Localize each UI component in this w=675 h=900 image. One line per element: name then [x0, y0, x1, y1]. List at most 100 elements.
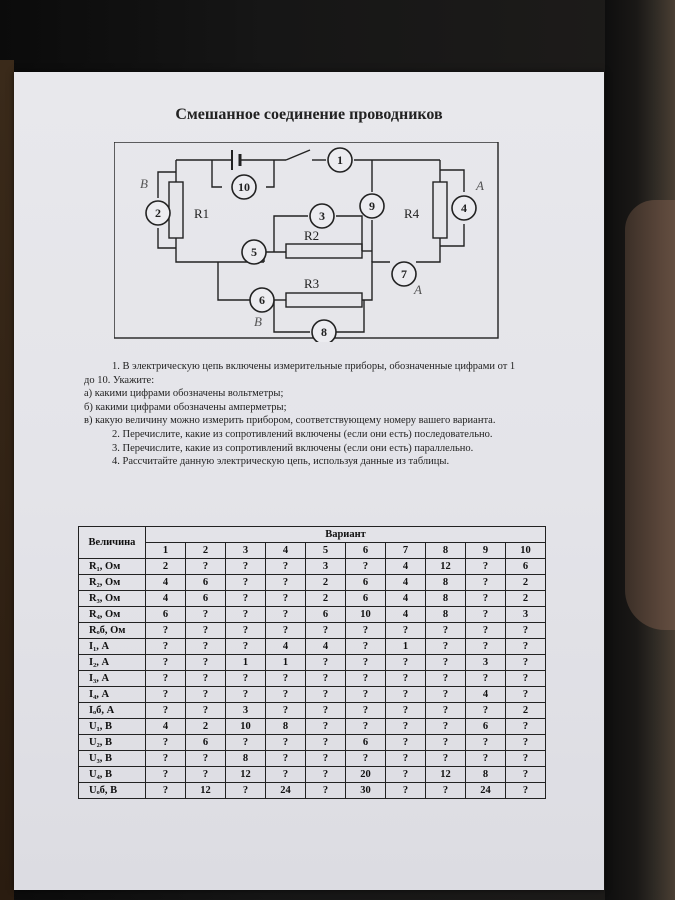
table-cell: ? — [225, 574, 266, 591]
variant-number: 8 — [425, 542, 466, 559]
wire — [273, 300, 310, 333]
table-cell: ? — [265, 686, 306, 703]
meter-8 — [311, 319, 337, 342]
task-1b: б) какими цифрами обозначены амперметры; — [84, 401, 287, 413]
table-cell: ? — [265, 590, 306, 607]
table-cell: ? — [225, 622, 266, 639]
table-cell: ? — [265, 750, 306, 767]
table-cell: 3 — [225, 702, 266, 719]
table-cell: ? — [465, 590, 506, 607]
table-cell: ? — [265, 606, 306, 623]
table-cell: 10 — [225, 718, 266, 735]
meter-label: 4 — [461, 201, 467, 215]
table-cell: ? — [145, 750, 186, 767]
table-cell: ? — [305, 670, 346, 687]
variant-number: 10 — [505, 542, 546, 559]
table-cell: 6 — [465, 718, 506, 735]
wire — [217, 262, 250, 301]
resistor-label: R4 — [404, 206, 420, 221]
table-cell: ? — [345, 718, 386, 735]
table-cell: ? — [345, 558, 386, 575]
table-cell: 4 — [385, 558, 426, 575]
task-1: 1. В электрическую цепь включены измерит… — [84, 361, 516, 386]
table-cell: ? — [385, 718, 426, 735]
resistor-r2 — [285, 243, 363, 259]
wire — [440, 169, 465, 192]
table-cell: ? — [505, 718, 546, 735]
wire — [211, 160, 222, 188]
meter-5 — [241, 239, 267, 265]
wire — [266, 160, 275, 188]
task-4: 4. Рассчитайте данную электрическую цепь… — [112, 456, 450, 468]
table-cell: ? — [145, 622, 186, 639]
table-cell: 6 — [345, 574, 386, 591]
row-label: Uₒб, В — [78, 782, 146, 799]
table-cell: ? — [345, 750, 386, 767]
table-cell: 2 — [505, 574, 546, 591]
table-cell: 6 — [345, 734, 386, 751]
variant-number: 1 — [145, 542, 186, 559]
table-cell: 2 — [505, 590, 546, 607]
table-cell: ? — [265, 734, 306, 751]
meter-1 — [327, 147, 353, 173]
table-cell: ? — [425, 718, 466, 735]
table-cell: 6 — [345, 590, 386, 607]
table-cell: ? — [145, 654, 186, 671]
table-cell: ? — [265, 622, 306, 639]
variant-number: 4 — [265, 542, 306, 559]
table-cell: ? — [145, 702, 186, 719]
table-cell: ? — [305, 702, 346, 719]
row-label: Rₒб, Ом — [78, 622, 146, 639]
table-row: Uₒб, В?12?24?30??24? — [78, 782, 546, 799]
table-cell: 24 — [465, 782, 506, 799]
table-cell: ? — [145, 766, 186, 783]
table-cell: ? — [185, 622, 226, 639]
table-cell: ? — [385, 750, 426, 767]
table-cell: ? — [505, 686, 546, 703]
wire — [273, 215, 308, 252]
table-cell: ? — [385, 686, 426, 703]
table-cell: ? — [225, 734, 266, 751]
resistor-r1 — [168, 181, 184, 239]
meter-3 — [309, 203, 335, 229]
row-label: I₄, А — [78, 686, 146, 703]
meter-label: 10 — [238, 180, 250, 194]
table-cell: ? — [225, 686, 266, 703]
wire — [157, 228, 176, 249]
row-label: I₃, А — [78, 670, 146, 687]
table-cell: 20 — [345, 766, 386, 783]
wire — [157, 171, 176, 198]
table-cell: 8 — [465, 766, 506, 783]
table-cell: ? — [505, 750, 546, 767]
table-cell: 8 — [425, 590, 466, 607]
task-2: 2. Перечислите, какие из сопротивлений в… — [112, 428, 493, 440]
table-cell: 4 — [265, 638, 306, 655]
row-label: R₄, Ом — [78, 606, 146, 623]
meter-label: 1 — [337, 153, 343, 167]
table-cell: ? — [185, 766, 226, 783]
task-1a: а) какими цифрами обозначены вольтметры; — [84, 388, 284, 400]
variant-number: 9 — [465, 542, 506, 559]
table-cell: 12 — [225, 766, 266, 783]
table-cell: ? — [465, 638, 506, 655]
table-cell: ? — [225, 782, 266, 799]
table-cell: ? — [425, 782, 466, 799]
row-label: U₂, В — [78, 734, 146, 751]
table-cell: ? — [265, 574, 306, 591]
table-cell: 8 — [425, 574, 466, 591]
table-cell: ? — [385, 670, 426, 687]
table-cell: ? — [305, 750, 346, 767]
meter-9 — [359, 193, 385, 219]
table-cell: ? — [225, 590, 266, 607]
table-cell: 24 — [265, 782, 306, 799]
wire — [175, 238, 264, 263]
meter-label: 5 — [251, 245, 257, 259]
handwritten-mark: А — [475, 178, 484, 193]
table-cell: 6 — [185, 734, 226, 751]
handwritten-mark: В — [140, 176, 148, 191]
table-cell: 4 — [385, 574, 426, 591]
table-cell: ? — [145, 782, 186, 799]
table-cell: ? — [345, 654, 386, 671]
meter-label: 3 — [319, 209, 325, 223]
